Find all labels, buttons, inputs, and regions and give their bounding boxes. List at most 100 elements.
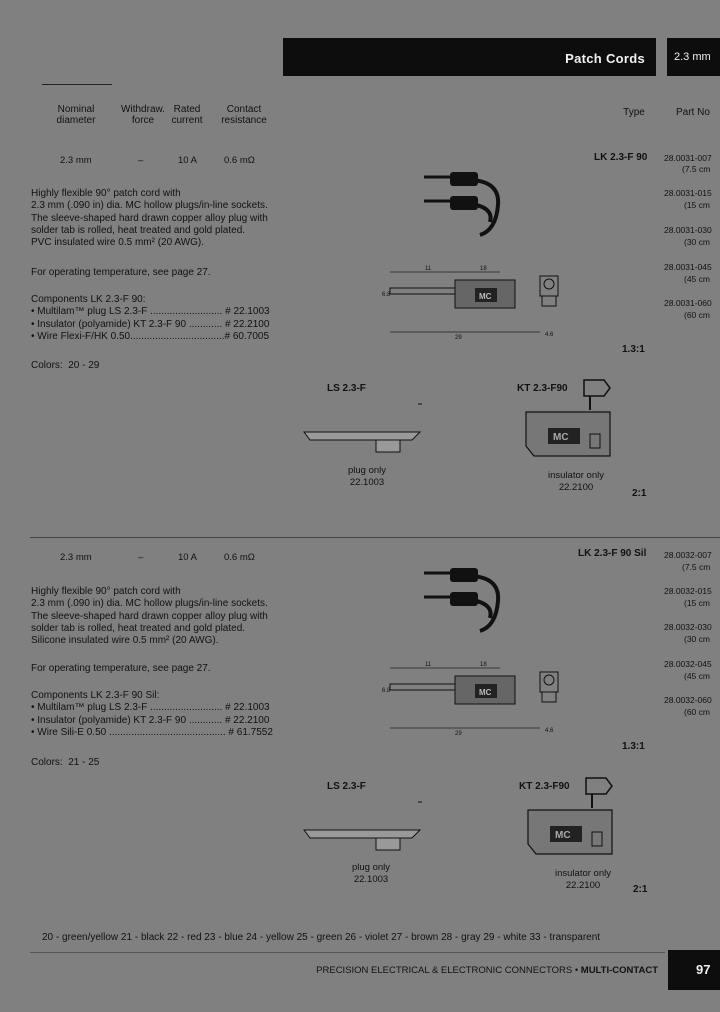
- s2-temperature: For operating temperature, see page 27.: [31, 663, 211, 674]
- header-bar: [283, 38, 656, 76]
- s2-insulator-caption: insulator only 22.2100: [555, 868, 611, 892]
- s1-part-number: 28.0031-007: [664, 153, 712, 163]
- s1-desc-line: The sleeve-shaped hard drawn copper allo…: [31, 212, 268, 224]
- color-key: 20 - green/yellow 21 - black 22 - red 23…: [42, 932, 601, 943]
- s2-dim-label: 4.6: [545, 728, 554, 734]
- s1-diameter: 2.3 mm: [60, 155, 92, 166]
- s2-part-number: 28.0032-007: [664, 550, 712, 560]
- s1-colors: Colors: 20 - 29: [31, 360, 100, 371]
- s2-dim-label: 18: [480, 662, 487, 668]
- s2-component-item: • Wire Sili-E 0.50 .....................…: [31, 726, 273, 738]
- s1-components-title: Components LK 2.3-F 90:: [31, 294, 146, 305]
- s1-desc-line: solder tab is rolled, heat treated and g…: [31, 224, 246, 236]
- s1-dim-label: 29: [455, 335, 462, 341]
- title-rule: [42, 84, 112, 85]
- s2-withdraw: –: [138, 552, 144, 563]
- s1-plug-number: 22.1003: [349, 477, 385, 488]
- s1-dim-label: 6.8: [382, 292, 391, 298]
- s1-plug-label: LS 2.3-F: [327, 383, 366, 394]
- s2-type: LK 2.3-F 90 Sil: [578, 548, 647, 559]
- s2-diameter: 2.3 mm: [60, 552, 92, 563]
- s1-dim-label: 11: [425, 266, 432, 272]
- s1-insulator-label: KT 2.3-F90: [517, 383, 568, 394]
- s2-drawing-logo: MC: [479, 688, 492, 697]
- s1-components: Components LK 2.3-F 90: • Multilam™ plug…: [31, 294, 270, 343]
- s1-part-number: 28.0031-060: [664, 298, 712, 308]
- s1-scale: 1.3:1: [622, 344, 645, 355]
- s1-dimension-drawing: MC 11 18 29 6.8 4.6: [382, 266, 559, 341]
- s2-component-item: • Multilam™ plug LS 2.3-F ..............…: [31, 702, 270, 714]
- s2-components: Components LK 2.3-F 90 Sil: • Multilam™ …: [31, 690, 273, 739]
- col-contact-resistance: Contact resistance: [221, 104, 267, 126]
- col-nominal-diameter: Nominal diameter: [56, 104, 96, 126]
- s2-part-length: (45 cm: [684, 671, 710, 681]
- s2-part-number: 28.0032-030: [664, 622, 712, 632]
- s1-component-item: • Multilam™ plug LS 2.3-F ..............…: [31, 306, 270, 318]
- s2-plug-number: 22.1003: [353, 874, 389, 885]
- s1-description: Highly flexible 90° patch cord with 2.3 …: [31, 188, 268, 249]
- section-divider: [30, 537, 720, 538]
- s1-part-length: (60 cm: [684, 310, 710, 320]
- size-tab: 2.3 mm: [667, 38, 720, 76]
- s1-part-length: (7.5 cm: [682, 164, 711, 174]
- s1-component-item: • Insulator (polyamide) KT 2.3-F 90 ....…: [31, 318, 270, 330]
- s1-part-number: 28.0031-030: [664, 225, 712, 235]
- s1-part-number: 28.0031-015: [664, 188, 712, 198]
- page-number: 97: [668, 950, 720, 990]
- s2-insulator-caption-text: insulator only: [555, 868, 611, 879]
- col-rated-current: Rated current: [171, 104, 203, 126]
- s1-resistance: 0.6 mΩ: [224, 155, 255, 166]
- footer-brand: MULTI-CONTACT: [580, 965, 658, 976]
- s2-dimension-drawing: MC 11 18 29 6.8 4.6: [382, 662, 559, 737]
- s1-insulator-logo: MC: [553, 432, 569, 443]
- s2-desc-line: 2.3 mm (.090 in) dia. MC hollow plugs/in…: [31, 598, 268, 610]
- s1-plug-drawing: [303, 403, 422, 453]
- col-type: Type: [623, 107, 645, 118]
- s1-plug-caption: plug only 22.1003: [348, 465, 386, 489]
- s2-insulator-drawing: MC: [527, 777, 613, 855]
- s2-desc-line: solder tab is rolled, heat treated and g…: [31, 622, 246, 634]
- s2-scale2: 2:1: [633, 884, 648, 895]
- s1-current: 10 A: [178, 155, 198, 166]
- s1-part-length: (45 cm: [684, 274, 710, 284]
- s1-type: LK 2.3-F 90: [594, 152, 648, 163]
- page-title: Patch Cords: [565, 51, 645, 66]
- s2-insulator-label: KT 2.3-F90: [519, 781, 570, 792]
- footer-tagline: PRECISION ELECTRICAL & ELECTRONIC CONNEC…: [316, 965, 581, 976]
- s1-component-item: • Wire Flexi-F/HK 0.50..................…: [31, 330, 270, 342]
- s2-desc-line: Silicone insulated wire 0.5 mm² (20 AWG)…: [31, 635, 219, 647]
- s2-plug-label: LS 2.3-F: [327, 781, 366, 792]
- s1-part-length: (30 cm: [684, 237, 710, 247]
- s1-desc-line: PVC insulated wire 0.5 mm² (20 AWG).: [31, 237, 205, 249]
- s1-dim-label: 18: [480, 266, 487, 272]
- s2-dim-label: 29: [455, 731, 462, 737]
- s1-insulator-drawing: MC: [525, 379, 611, 457]
- col-withdraw-force: Withdraw. force: [121, 104, 165, 126]
- s2-dim-label: 6.8: [382, 688, 391, 694]
- s1-temperature: For operating temperature, see page 27.: [31, 267, 211, 278]
- s2-part-length: (7.5 cm: [682, 562, 711, 572]
- s2-part-number: 28.0032-060: [664, 695, 712, 705]
- footer-text: PRECISION ELECTRICAL & ELECTRONIC CONNEC…: [316, 965, 658, 976]
- s2-part-length: (15 cm: [684, 598, 710, 608]
- s1-drawing-logo: MC: [479, 292, 492, 301]
- s2-resistance: 0.6 mΩ: [224, 552, 255, 563]
- s1-dim-label: 4.6: [545, 332, 554, 338]
- s2-plug-caption-text: plug only: [352, 862, 391, 873]
- s1-part-number: 28.0031-045: [664, 262, 712, 272]
- s1-desc-line: 2.3 mm (.090 in) dia. MC hollow plugs/in…: [31, 200, 268, 212]
- s2-desc-line: Highly flexible 90° patch cord with: [31, 586, 181, 597]
- s1-insulator-caption: insulator only 22.2100: [548, 470, 604, 494]
- s2-dim-label: 11: [425, 662, 432, 668]
- s2-plug-caption: plug only 22.1003: [352, 862, 390, 886]
- s2-components-title: Components LK 2.3-F 90 Sil:: [31, 690, 160, 701]
- s2-part-length: (60 cm: [684, 707, 710, 717]
- s2-colors: Colors: 21 - 25: [31, 757, 100, 768]
- s2-insulator-number: 22.2100: [565, 880, 601, 891]
- s2-cord-photo: [424, 568, 501, 633]
- s1-withdraw: –: [138, 155, 144, 166]
- s2-current: 10 A: [178, 552, 198, 563]
- s1-cord-photo: [424, 172, 501, 237]
- s2-description: Highly flexible 90° patch cord with 2.3 …: [31, 586, 268, 647]
- s2-insulator-logo: MC: [555, 830, 571, 841]
